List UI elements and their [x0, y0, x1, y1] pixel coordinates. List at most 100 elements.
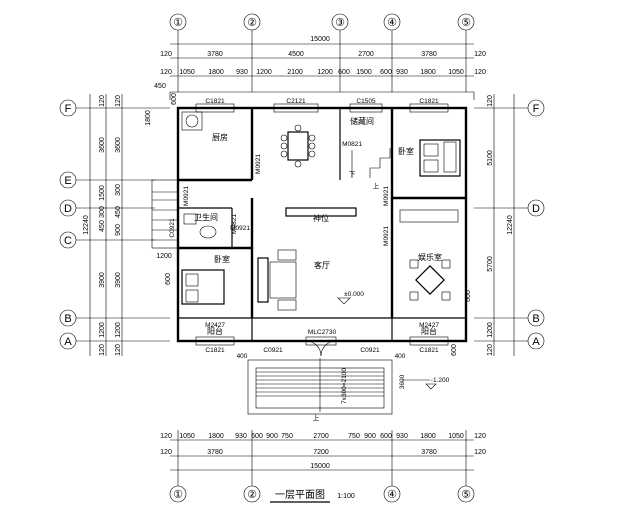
- code-m0821-b: M0821: [231, 214, 238, 234]
- room-entertainment: 娱乐室: [418, 252, 442, 262]
- porch-up-label: 上: [313, 413, 320, 422]
- code-c0921-a: C0921: [263, 347, 283, 354]
- left-r2-3: 450: [115, 206, 122, 218]
- code-m0921-d: M0921: [230, 225, 250, 232]
- top-r1-5: 120: [474, 51, 486, 58]
- bot-r1-3: 3780: [421, 449, 437, 456]
- stair-down-label: 下: [349, 170, 356, 178]
- code-c1505: C1505: [356, 98, 376, 105]
- level-marks: ±0.000 -1.200 下 上 上 7x300=2100 3600 400 …: [237, 170, 450, 422]
- axis-D-left: D: [64, 203, 72, 215]
- porch-side-left: 400: [237, 353, 248, 360]
- right-overall-dim: 12240: [507, 215, 514, 235]
- axis-B-right: B: [532, 313, 539, 325]
- left-small-450: 450: [154, 83, 166, 90]
- axis-bubbles-right: F D B A: [474, 99, 545, 350]
- top-r2-7: 600: [338, 69, 350, 76]
- bot-r2-0: 120: [160, 433, 172, 440]
- left-r2-7: 120: [115, 344, 122, 356]
- top-r2-11: 1800: [420, 69, 436, 76]
- bot-r2-1: 1050: [179, 433, 195, 440]
- bot-r2-10: 600: [380, 433, 392, 440]
- bot-r2-3: 930: [235, 433, 247, 440]
- top-r2-4: 1200: [256, 69, 272, 76]
- left-small-600b: 600: [165, 273, 172, 285]
- room-balcony-left: 阳台: [207, 326, 223, 336]
- left-r1-0: 120: [99, 95, 106, 107]
- axis-E-left: E: [64, 175, 71, 187]
- bot-r1-0: 120: [160, 449, 172, 456]
- walls: [151, 91, 475, 343]
- top-r2-9: 600: [380, 69, 392, 76]
- top-r2-6: 1200: [317, 69, 333, 76]
- axis-1-top: ①: [173, 17, 183, 29]
- top-r2-1: 1050: [179, 69, 195, 76]
- code-c2121: C2121: [286, 98, 306, 105]
- left-r1-1: 3600: [99, 137, 106, 153]
- axis-B-left: B: [64, 313, 71, 325]
- axis-1-bottom: ①: [173, 489, 183, 501]
- top-r2-12: 1050: [448, 69, 464, 76]
- top-r2-2: 1800: [208, 69, 224, 76]
- code-m0921-e: M0921: [383, 226, 390, 246]
- bot-r2-2: 1800: [208, 433, 224, 440]
- drawing-title: 一层平面图 1:100: [270, 489, 355, 503]
- porch-side-right: 400: [395, 353, 406, 360]
- left-r2-0: 120: [115, 95, 122, 107]
- axis-3-top: ③: [335, 17, 345, 29]
- bot-r1-4: 120: [474, 449, 486, 456]
- right-r1-0: 120: [487, 95, 494, 107]
- right-r1-3: 1200: [487, 322, 494, 338]
- top-r2-8: 1500: [356, 69, 372, 76]
- bot-r2-12: 1800: [420, 433, 436, 440]
- top-r1-0: 120: [160, 51, 172, 58]
- axis-4-bottom: ④: [387, 489, 397, 501]
- code-c1821-a: C1821: [205, 98, 225, 105]
- axis-A-right: A: [532, 336, 540, 348]
- left-dimensions: 12240 120 3600 1500 300 450 3900 1200 12…: [83, 83, 178, 356]
- code-c0921-b: C0921: [360, 347, 380, 354]
- porch-stair-dim: 7x300=2100: [341, 368, 348, 404]
- axis-2-top: ②: [247, 17, 257, 29]
- code-m0921-b: M0921: [383, 186, 390, 206]
- bot-r2-8: 750: [348, 433, 360, 440]
- code-c1821-c: C1821: [205, 347, 225, 354]
- axis-2-bottom: ②: [247, 489, 257, 501]
- opening-codes: C1821 C2121 C1505 C1821 M0921 M0821 M092…: [169, 98, 439, 354]
- right-r1-1: 5100: [487, 150, 494, 166]
- bot-r2-14: 120: [474, 433, 486, 440]
- left-r1-5: 3900: [99, 272, 106, 288]
- code-m0921-a: M0921: [255, 154, 262, 174]
- room-storage: 储藏间: [350, 116, 374, 126]
- code-c1821-b: C1821: [419, 98, 439, 105]
- openings: [195, 103, 449, 357]
- porch-depth-dim: 3600: [399, 374, 406, 389]
- bot-r2-9: 900: [364, 433, 376, 440]
- drawing-title-scale: 1:100: [337, 493, 355, 500]
- room-balcony-right: 阳台: [421, 326, 437, 336]
- bot-r2-7: 2700: [313, 433, 329, 440]
- left-r1-4: 450: [99, 220, 106, 232]
- top-r2-10: 930: [396, 69, 408, 76]
- axis-5-top: ⑤: [461, 17, 471, 29]
- left-r2-2: 300: [115, 184, 122, 196]
- bot-r1-2: 7200: [313, 449, 329, 456]
- room-bedroom-right: 卧室: [398, 146, 414, 156]
- bot-r2-6: 750: [281, 433, 293, 440]
- top-r1-1: 3780: [207, 51, 223, 58]
- bot-r2-11: 930: [396, 433, 408, 440]
- top-overall-dim: 15000: [310, 36, 330, 43]
- axis-C-left: C: [64, 235, 72, 247]
- bot-r2-13: 1050: [448, 433, 464, 440]
- code-c0921-left: C0921: [169, 218, 176, 238]
- axis-bubbles-left: F E D C B A: [59, 99, 170, 350]
- axis-A-left: A: [64, 336, 72, 348]
- top-r2-5: 2100: [287, 69, 303, 76]
- axis-5-bottom: ⑤: [461, 489, 471, 501]
- left-r2-6: 1200: [115, 322, 122, 338]
- stair-up-label: 上: [373, 181, 380, 190]
- axis-F-left: F: [65, 103, 72, 115]
- left-r2-5: 3900: [115, 272, 122, 288]
- code-mlc2730: MLC2730: [308, 329, 337, 336]
